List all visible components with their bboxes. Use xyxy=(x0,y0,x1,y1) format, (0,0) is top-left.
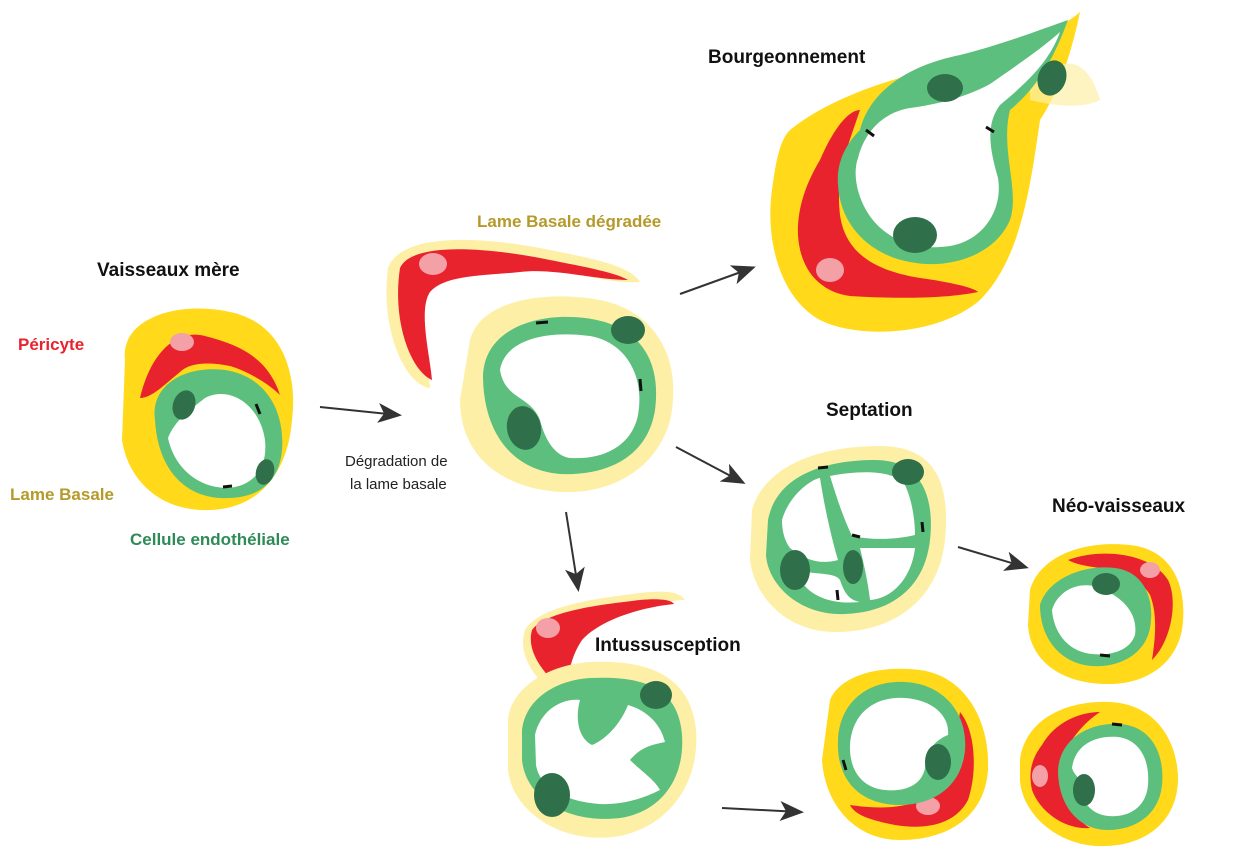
label-new-vessels: Néo-vaisseaux xyxy=(1052,496,1186,517)
arrow-to-sprouting xyxy=(680,268,752,294)
degraded-pericyte-nucleus xyxy=(419,253,447,275)
intus-result-2-endo-nucleus xyxy=(1073,774,1095,806)
septation-junction-1 xyxy=(818,467,828,468)
new-vessel-1 xyxy=(1028,544,1183,684)
septation-endo-nucleus-2 xyxy=(780,550,810,590)
label-basal-lamina: Lame Basale xyxy=(10,485,114,504)
label-degraded-lamina: Lame Basale dégradée xyxy=(477,212,661,231)
intus-result-vessel-2 xyxy=(1020,702,1178,846)
arrow-to-septation xyxy=(676,447,742,482)
arrow-to-intussusception xyxy=(566,512,578,588)
intus-result-vessel-1 xyxy=(822,669,988,840)
degraded-endo-nucleus-1 xyxy=(611,316,645,344)
intus-result-2-pericyte-nucleus xyxy=(1032,765,1048,787)
arrow-to-intus-result xyxy=(722,808,800,812)
intus-pericyte-nucleus xyxy=(536,618,560,638)
septation-vessel xyxy=(750,446,946,632)
label-degradation-2: la lame basale xyxy=(350,476,447,493)
parent-pericyte-nucleus xyxy=(170,333,194,351)
septation-endo-nucleus-3 xyxy=(843,550,863,584)
intussusception-vessel xyxy=(508,592,696,838)
intus-result-1-endo-nucleus xyxy=(925,744,951,780)
label-pericyte: Péricyte xyxy=(18,335,84,354)
septation-endo-nucleus-1 xyxy=(892,459,924,485)
label-endothelial-cell: Cellule endothéliale xyxy=(130,530,290,549)
arrow-to-degradation xyxy=(320,407,398,415)
label-degradation-1: Dégradation de xyxy=(345,453,448,470)
septation-junction-2 xyxy=(852,535,860,537)
intus-result-2-junction xyxy=(1112,724,1122,725)
parent-junction-2 xyxy=(223,486,232,487)
label-parent-vessel: Vaisseaux mère xyxy=(97,260,240,281)
intus-endo-nucleus-1 xyxy=(640,681,672,709)
sprouting-endo-nucleus-3 xyxy=(893,217,937,253)
new-vessel-1-pericyte-nucleus xyxy=(1140,562,1160,578)
degraded-junction-1 xyxy=(536,322,548,323)
label-septation: Septation xyxy=(826,400,913,421)
intus-endo-nucleus-2 xyxy=(534,773,570,817)
arrow-to-new-vessels xyxy=(958,547,1025,567)
septation-junction-4 xyxy=(837,590,838,600)
septation-junction-3 xyxy=(922,522,923,532)
sprouting-endo-nucleus-1 xyxy=(927,74,963,102)
parent-vessel xyxy=(122,309,293,511)
label-intussusception: Intussusception xyxy=(595,635,741,656)
degraded-junction-2 xyxy=(640,379,641,391)
new-vessel-1-endo-nucleus xyxy=(1092,573,1120,595)
label-sprouting: Bourgeonnement xyxy=(708,47,866,68)
sprouting-pericyte-nucleus xyxy=(816,258,844,282)
new-vessel-1-junction xyxy=(1100,655,1110,656)
